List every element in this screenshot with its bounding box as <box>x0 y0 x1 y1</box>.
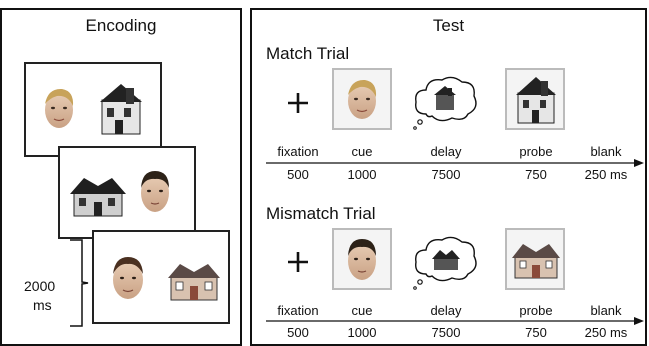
mismatch-timeline-arrow <box>266 317 644 325</box>
match-label-probe: probe <box>519 144 553 159</box>
mismatch-label-cue: cue <box>351 303 373 318</box>
plus-icon <box>288 252 308 272</box>
match-value-cue: 1000 <box>347 167 377 182</box>
thought-cloud-icon <box>413 236 477 290</box>
mismatch-label-delay: delay <box>430 303 462 318</box>
encoding-title: Encoding <box>85 16 157 35</box>
cue-face-thumb <box>332 228 392 290</box>
match-trial-title: Match Trial <box>266 44 350 63</box>
probe-house-thumb <box>505 228 565 290</box>
match-timeline-arrow <box>266 159 644 167</box>
mismatch-label-blank: blank <box>590 303 622 318</box>
mismatch-value-cue: 1000 <box>347 325 377 340</box>
face-icon <box>348 239 376 280</box>
encoding-duration-unit: ms <box>33 297 52 313</box>
mismatch-value-blank: 250 ms <box>584 325 628 340</box>
match-value-fixation: 500 <box>287 167 309 182</box>
test-panel: Test <box>250 8 647 346</box>
match-value-probe: 750 <box>525 167 547 182</box>
match-label-cue: cue <box>351 144 373 159</box>
mismatch-label-fixation: fixation <box>277 303 319 318</box>
match-label-fixation: fixation <box>277 144 319 159</box>
mismatch-trial-title: Mismatch Trial <box>266 204 376 223</box>
mismatch-label-probe: probe <box>519 303 553 318</box>
house-icon <box>168 264 220 301</box>
house-icon <box>70 178 126 217</box>
face-icon <box>45 88 74 128</box>
duration-bracket <box>70 239 89 327</box>
house-icon <box>516 77 556 124</box>
plus-icon <box>288 93 308 113</box>
face-icon <box>113 257 143 299</box>
encoding-card-2 <box>58 146 196 239</box>
mismatch-value-probe: 750 <box>525 325 547 340</box>
face-icon <box>348 79 377 119</box>
match-label-delay: delay <box>430 144 462 159</box>
probe-house-thumb <box>505 68 565 130</box>
mismatch-value-fixation: 500 <box>287 325 309 340</box>
encoding-card-1 <box>24 62 162 157</box>
match-label-blank: blank <box>590 144 622 159</box>
encoding-duration-value: 2000 <box>24 278 56 294</box>
match-value-delay: 7500 <box>431 167 461 182</box>
house-icon <box>100 84 142 135</box>
match-value-blank: 250 ms <box>584 167 628 182</box>
thought-cloud-icon <box>413 76 477 130</box>
house-icon <box>512 244 560 279</box>
face-icon <box>141 171 169 212</box>
test-title: Test <box>432 16 465 35</box>
encoding-card-3 <box>92 230 230 324</box>
mismatch-value-delay: 7500 <box>431 325 461 340</box>
cue-face-thumb <box>332 68 392 130</box>
